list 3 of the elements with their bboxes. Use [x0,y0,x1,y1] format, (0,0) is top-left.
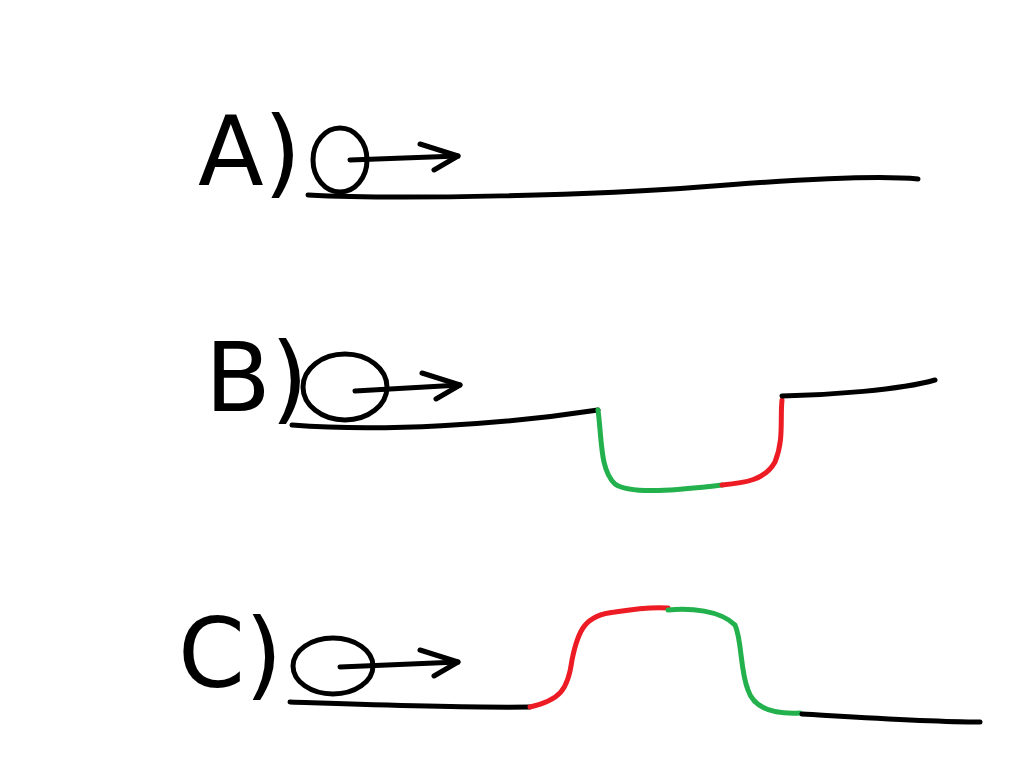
row-label: C) [178,606,283,702]
row-label: B) [205,330,309,426]
row-label: A) [198,104,302,200]
